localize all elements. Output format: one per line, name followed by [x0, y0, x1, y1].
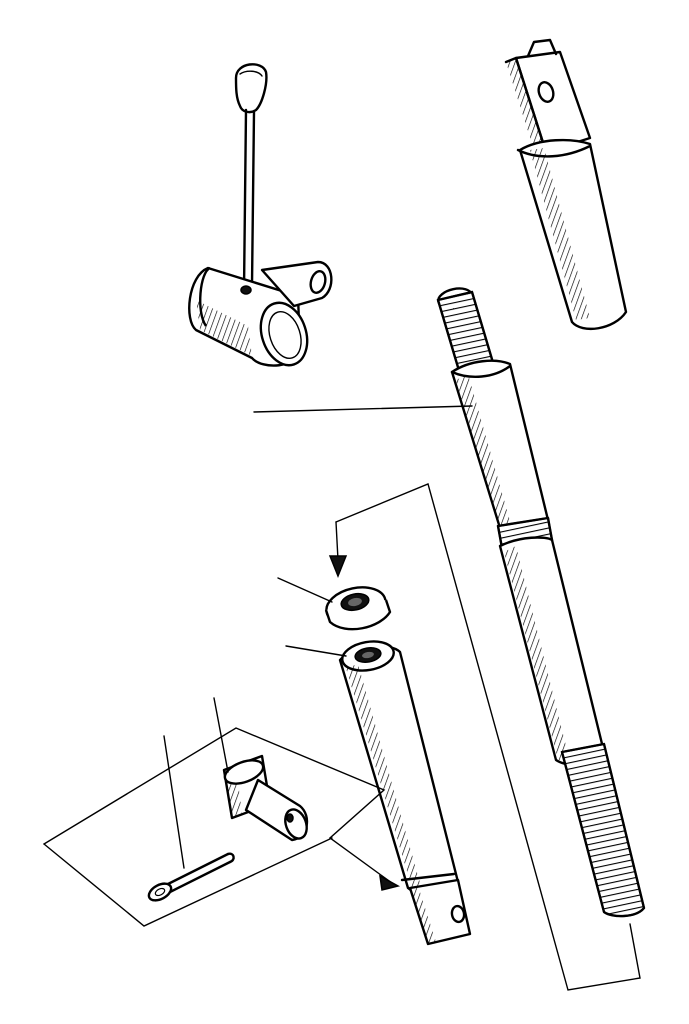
cotter-pin-icon [147, 852, 235, 902]
pin-callout-frame [43, 727, 401, 927]
lower-tube-icon [338, 640, 472, 946]
upper-fork-tube-icon [504, 38, 628, 330]
leader-line-clevis-pin [213, 697, 229, 773]
leader-line-rod [253, 405, 473, 413]
leader-line-cotter-pin [163, 735, 185, 869]
clevis-pin-icon [222, 754, 309, 842]
washer-icon [324, 586, 392, 631]
lever-handle-icon [188, 63, 333, 367]
leader-line-lower-tube [285, 645, 347, 657]
threaded-rod-icon [436, 287, 646, 918]
leader-line-washer [277, 577, 333, 603]
washer-callout-frame [328, 483, 641, 991]
leader-lines [163, 405, 473, 869]
